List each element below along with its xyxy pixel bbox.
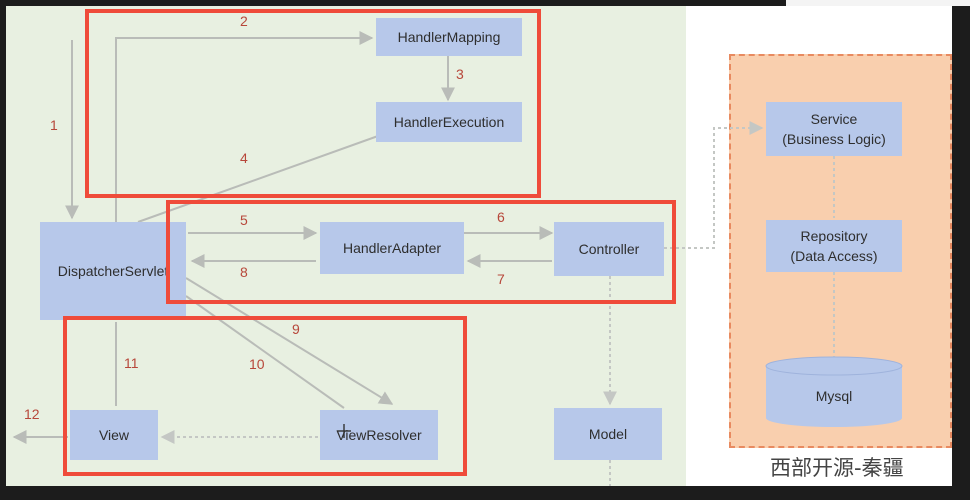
highlight-frame-handler-lookup <box>85 9 541 198</box>
step-number-10: 10 <box>249 356 265 372</box>
mysql-cylinder-shape <box>765 356 903 427</box>
handler-adapter-box: HandlerAdapter <box>320 222 464 274</box>
watermark-text: 西部开源-秦疆 <box>770 456 904 480</box>
step-number-8: 8 <box>240 264 248 280</box>
arrow-step-4 <box>137 135 379 223</box>
view-label: View <box>98 427 130 443</box>
service-label: Service (Business Logic) <box>782 111 886 147</box>
step-number-12: 12 <box>24 406 40 422</box>
handler-adapter-label: HandlerAdapter <box>342 240 442 256</box>
arrow-step-10 <box>185 295 345 409</box>
repository-box: Repository (Data Access) <box>766 220 902 272</box>
model-label: Model <box>588 426 628 442</box>
step-number-4: 4 <box>240 150 248 166</box>
top-edge-strip <box>786 0 970 6</box>
controller-label: Controller <box>578 241 640 257</box>
dispatcher-servlet-box: DispatcherServlet <box>40 222 186 320</box>
arrow-controller-to-service <box>664 121 764 249</box>
step-number-2: 2 <box>240 13 248 29</box>
step-number-7: 7 <box>497 271 505 287</box>
step-number-9: 9 <box>292 321 300 337</box>
step-number-3: 3 <box>456 66 464 82</box>
handler-execution-label: HandlerExecution <box>393 114 505 130</box>
crosshair-cursor-icon <box>337 424 351 438</box>
repository-label: Repository (Data Access) <box>790 228 878 264</box>
step-number-5: 5 <box>240 212 248 228</box>
view-resolver-label: ViewResolver <box>336 427 422 443</box>
mysql-box: Mysql <box>764 374 904 418</box>
handler-mapping-box: HandlerMapping <box>376 18 522 56</box>
dispatcher-servlet-label: DispatcherServlet <box>57 263 169 279</box>
model-box: Model <box>554 408 662 460</box>
highlight-frame-handler-adapter <box>166 200 676 304</box>
view-box: View <box>70 410 158 460</box>
arrow-step-2 <box>115 31 374 222</box>
handler-mapping-label: HandlerMapping <box>397 29 501 45</box>
mysql-label: Mysql <box>815 388 853 404</box>
step-number-6: 6 <box>497 209 505 225</box>
service-box: Service (Business Logic) <box>766 102 902 156</box>
controller-box: Controller <box>554 222 664 276</box>
arrow-step-9 <box>185 277 394 405</box>
step-number-11: 11 <box>124 355 139 371</box>
view-resolver-box: ViewResolver <box>320 410 438 460</box>
highlight-frame-view-resolution <box>63 316 467 476</box>
step-number-1: 1 <box>50 117 58 133</box>
handler-execution-box: HandlerExecution <box>376 102 522 142</box>
